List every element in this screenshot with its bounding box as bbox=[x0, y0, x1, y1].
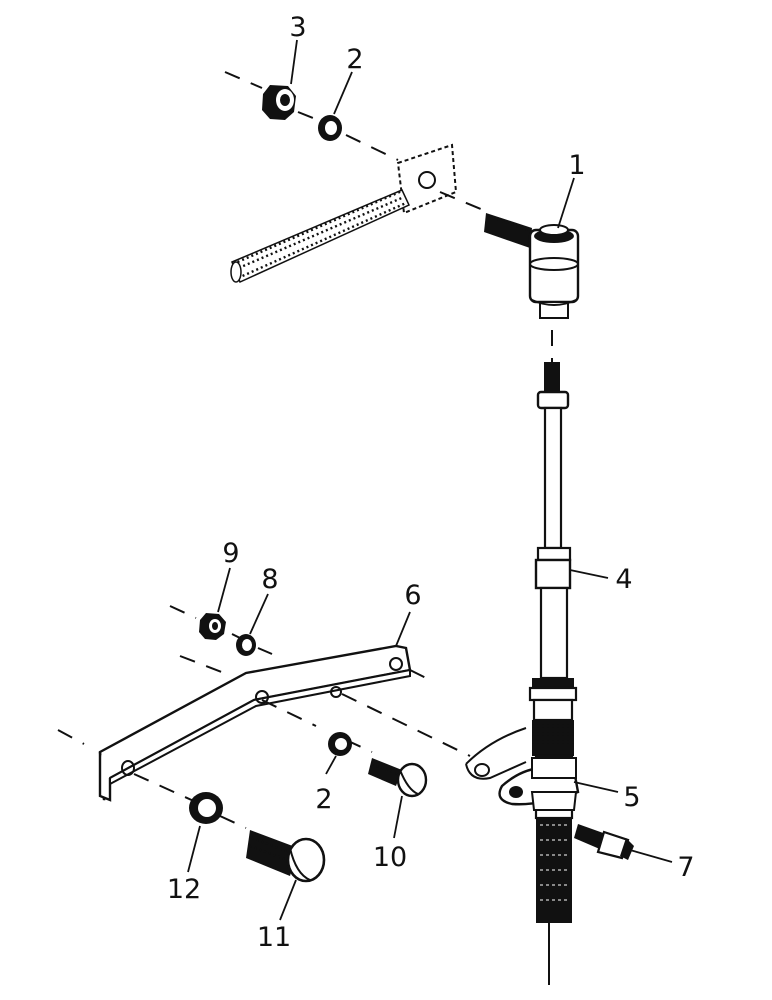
ball-joint-1 bbox=[484, 213, 580, 319]
threaded-rod-end bbox=[230, 143, 458, 284]
callout-8: 8 bbox=[261, 564, 278, 595]
callout-labels: 3 2 1 4 5 6 8 9 7 2 10 12 11 bbox=[167, 12, 695, 953]
callout-6: 6 bbox=[404, 580, 421, 611]
callout-2-top: 2 bbox=[346, 44, 363, 75]
nut-9 bbox=[199, 613, 226, 640]
washer-8 bbox=[236, 634, 256, 656]
bracket-6 bbox=[98, 644, 412, 802]
callout-3: 3 bbox=[289, 12, 306, 43]
callout-2-bottom: 2 bbox=[315, 784, 332, 815]
clamp-5 bbox=[465, 727, 580, 811]
bolt-7 bbox=[574, 824, 634, 860]
cable-rod-4 bbox=[528, 330, 578, 985]
washer-2-bottom bbox=[328, 732, 352, 756]
bolt-10 bbox=[368, 758, 428, 798]
callout-10: 10 bbox=[373, 842, 407, 873]
hex-nut-3 bbox=[262, 85, 296, 120]
callout-7: 7 bbox=[677, 852, 694, 883]
callout-leaders bbox=[187, 39, 673, 921]
callout-9: 9 bbox=[222, 538, 239, 569]
bolt-11 bbox=[246, 830, 326, 883]
callout-4: 4 bbox=[615, 564, 632, 595]
callout-1: 1 bbox=[568, 150, 585, 181]
callout-5: 5 bbox=[623, 782, 640, 813]
washer-2-top bbox=[318, 115, 342, 141]
centerlines-bracket bbox=[57, 605, 471, 829]
washer-12 bbox=[189, 792, 223, 824]
callout-12: 12 bbox=[167, 874, 201, 905]
callout-11: 11 bbox=[257, 922, 291, 953]
